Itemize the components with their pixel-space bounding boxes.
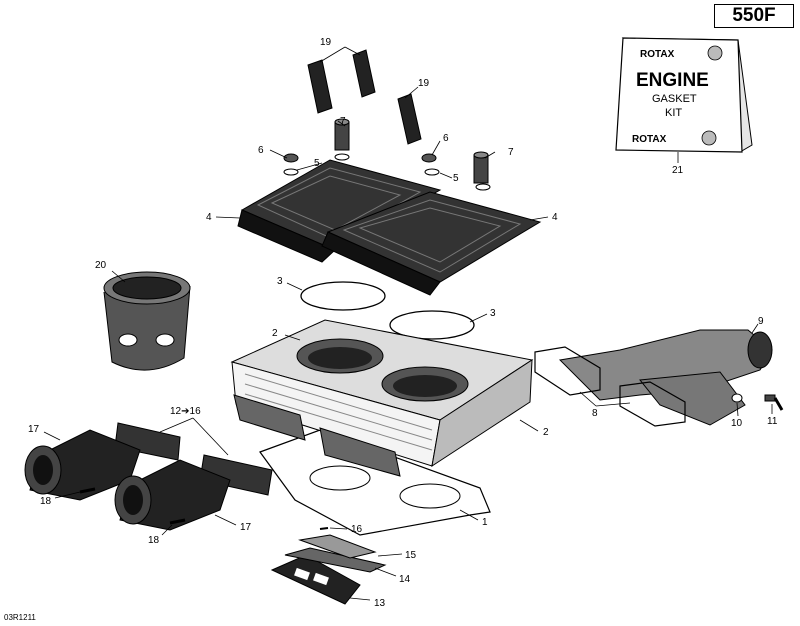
callout-16: 16 [351, 524, 363, 535]
callout-17: 17 [28, 424, 40, 435]
callout-13: 13 [374, 598, 386, 609]
cylinder-block[interactable] [230, 319, 534, 468]
exhaust-manifold[interactable] [558, 329, 773, 426]
kit-title: ENGINE [636, 70, 709, 91]
intake-port [233, 394, 401, 477]
kit-brand-bottom: ROTAX [632, 134, 667, 145]
rubber-damper[interactable] [307, 49, 422, 145]
callout-12-16: 12➔16 [170, 406, 201, 417]
washer[interactable] [283, 153, 491, 191]
callout-10: 10 [731, 418, 743, 429]
callout-6: 6 [443, 133, 449, 144]
callout-11: 11 [767, 416, 778, 427]
callout-4: 4 [206, 212, 212, 223]
callout-18: 18 [40, 496, 52, 507]
intake-manifold[interactable] [24, 429, 231, 531]
callout-20: 20 [95, 260, 107, 271]
callout-1: 1 [482, 517, 488, 528]
callout-18: 18 [148, 535, 160, 546]
model-badge: 550F [714, 4, 794, 28]
callout-3: 3 [277, 276, 283, 287]
callout-21: 21 [672, 165, 684, 176]
callout-3: 3 [490, 308, 496, 319]
reed-petal[interactable] [284, 547, 387, 573]
reed-screw[interactable] [319, 527, 329, 530]
kit-subtitle-gasket: GASKET [652, 93, 697, 105]
callout-7: 7 [508, 147, 514, 158]
callout-14: 14 [399, 574, 411, 585]
screw[interactable] [79, 487, 186, 525]
callout-7: 7 [340, 116, 346, 127]
rotax-logo-icon [707, 45, 723, 61]
callout-6: 6 [258, 145, 264, 156]
nut[interactable] [283, 153, 437, 163]
leader-lines [43, 46, 773, 601]
callout-8: 8 [592, 408, 598, 419]
callout-19: 19 [418, 78, 430, 89]
callout-2: 2 [272, 328, 278, 339]
callout-5: 5 [453, 173, 459, 184]
callout-labels: 19 19 7 7 6 6 5 5 4 4 3 3 2 2 20 9 8 10 … [28, 37, 778, 609]
callout-15: 15 [405, 550, 417, 561]
kit-subtitle-kit: KIT [665, 107, 682, 119]
o-ring[interactable] [300, 281, 475, 340]
spacer[interactable] [334, 118, 489, 184]
callout-19: 19 [320, 37, 332, 48]
callout-5: 5 [314, 158, 320, 169]
reed-block[interactable] [270, 554, 361, 605]
callout-4: 4 [552, 212, 558, 223]
callout-17: 17 [240, 522, 252, 533]
bolt[interactable] [764, 394, 784, 411]
diagram-reference: 03R1211 [4, 613, 36, 622]
kit-brand-top: ROTAX [640, 49, 675, 60]
washer[interactable] [731, 393, 743, 403]
cylinder-head-cover[interactable] [237, 159, 542, 296]
cylinder-sleeve[interactable] [103, 271, 191, 371]
gasket-kit-package[interactable]: ROTAX ENGINE GASKET KIT ROTAX [615, 37, 753, 153]
callout-9: 9 [758, 316, 764, 327]
exhaust-gasket[interactable] [534, 346, 686, 427]
rotax-logo-icon [701, 130, 717, 146]
callout-2: 2 [543, 427, 549, 438]
reed-stopper[interactable] [298, 534, 377, 559]
